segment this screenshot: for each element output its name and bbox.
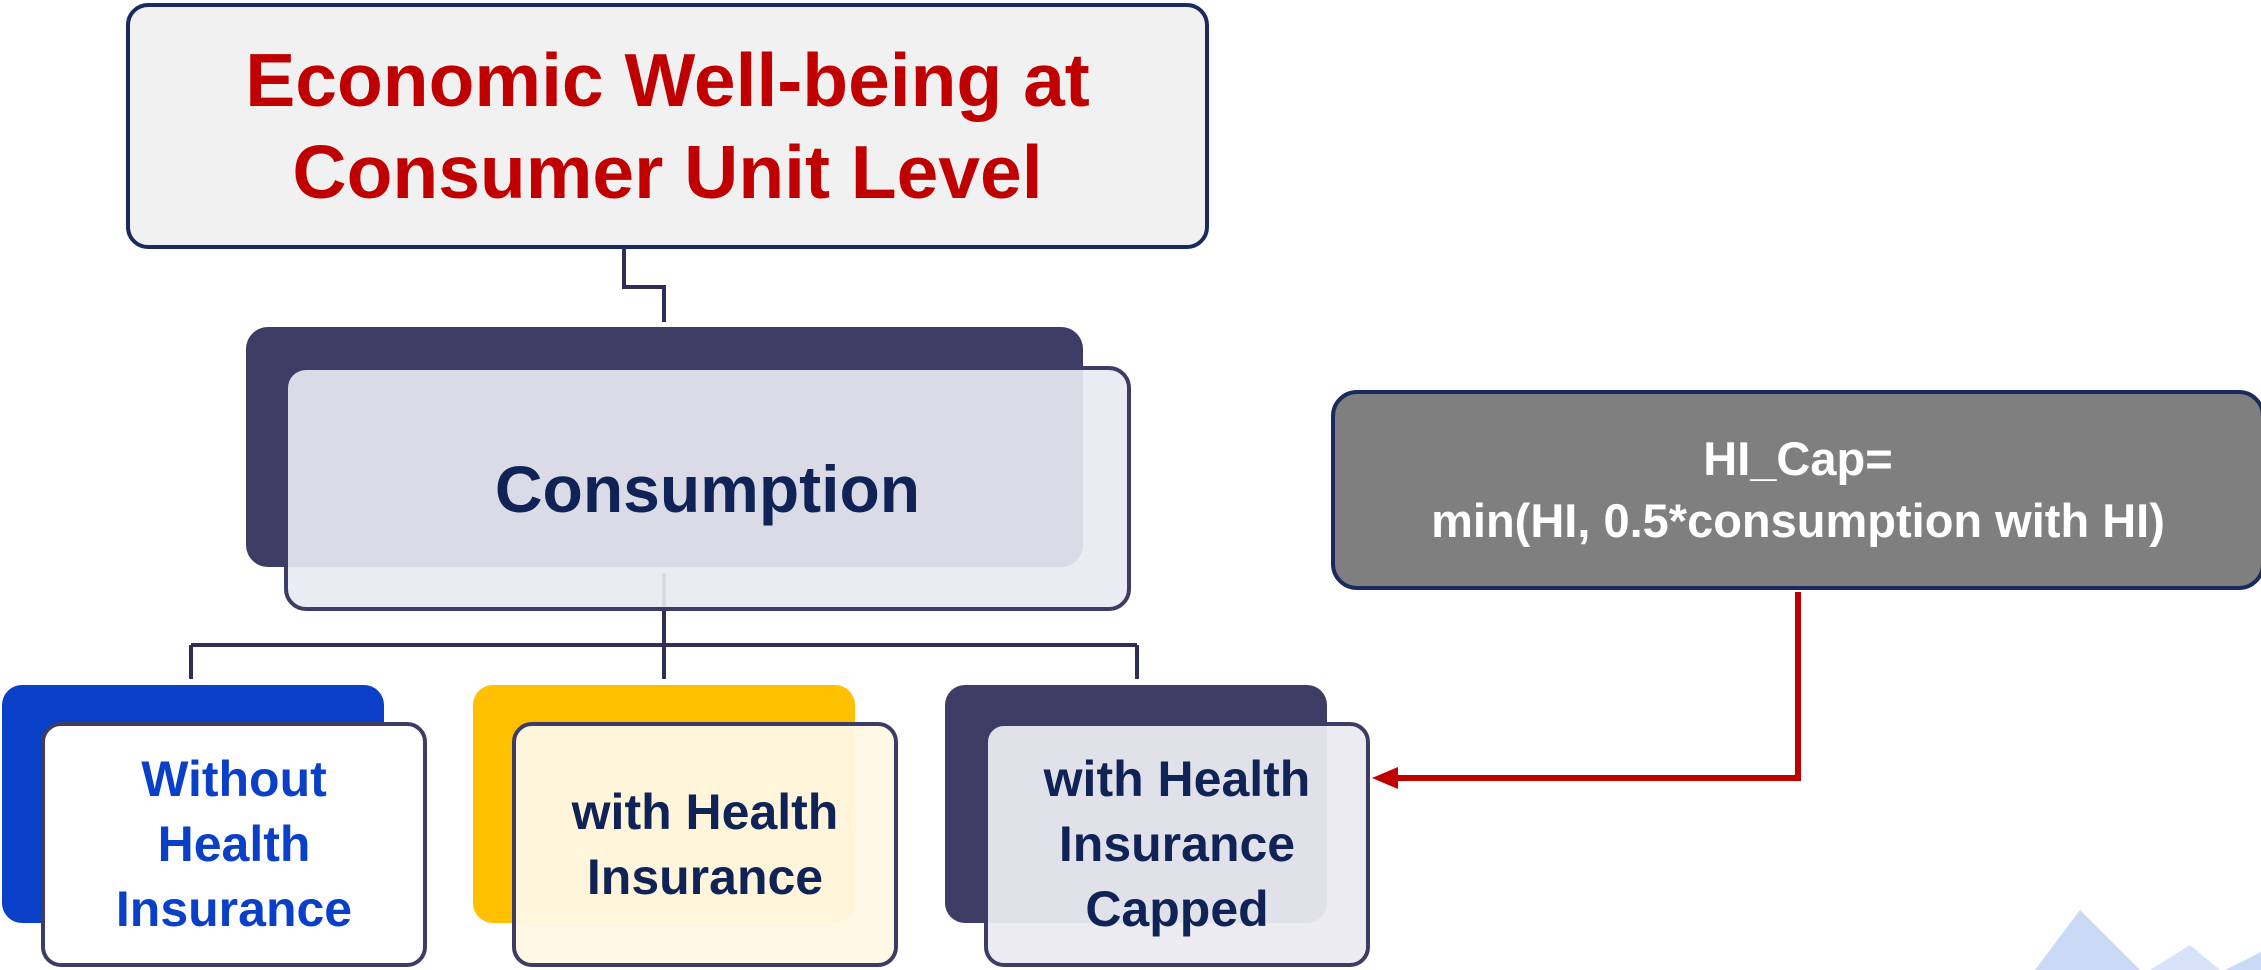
decorative-triangle-edge: [2225, 952, 2261, 970]
leaf-hi-capped-label: with Health Insurance Capped: [1043, 751, 1311, 937]
decorative-triangle-small: [2150, 945, 2220, 970]
leaf-hi-capped-box: with Health Insurance Capped: [984, 722, 1370, 967]
cap-arrow-line: [1395, 592, 1801, 781]
leaf-with-hi-box: with Health Insurance: [512, 722, 898, 967]
cap-arrowhead: [1372, 767, 1398, 789]
hi-cap-formula: HI_Cap= min(HI, 0.5*consumption with HI): [1431, 432, 2165, 547]
diagram-title: Economic Well-being at Consumer Unit Lev…: [245, 38, 1090, 214]
leaf-without-hi-label: Without Health Insurance: [115, 751, 353, 937]
title-to-consumption-connector: [622, 213, 666, 322]
leaf-with-hi-label: with Health Insurance: [571, 783, 839, 905]
decorative-triangle-large: [2035, 910, 2140, 970]
consumption-label: Consumption: [494, 451, 921, 526]
hi-cap-formula-box: HI_Cap= min(HI, 0.5*consumption with HI): [1331, 390, 2261, 590]
title-box: Economic Well-being at Consumer Unit Lev…: [126, 3, 1209, 249]
leaf-without-hi-box: Without Health Insurance: [41, 722, 427, 967]
consumption-box: Consumption: [284, 366, 1131, 611]
